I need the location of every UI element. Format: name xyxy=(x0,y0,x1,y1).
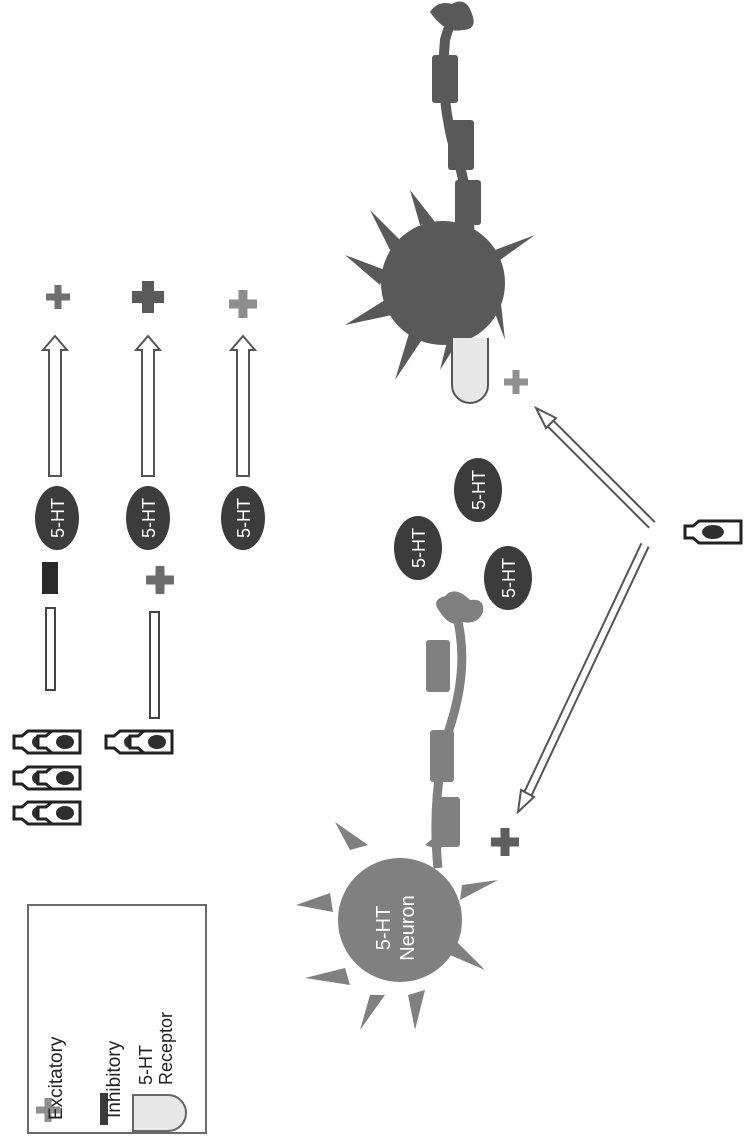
plus-icon xyxy=(491,828,519,856)
row-2: 5-HT xyxy=(106,281,174,753)
arrow-icon xyxy=(43,336,67,476)
serotonin-label: 5-HT xyxy=(409,528,429,568)
arrow-icon xyxy=(231,336,255,476)
arrow-icon xyxy=(536,408,652,525)
bottle-icon xyxy=(685,521,741,543)
plus-icon xyxy=(46,285,70,309)
arrow-icon xyxy=(136,336,160,476)
plus-icon xyxy=(504,370,528,394)
row-1: 5-HT xyxy=(14,285,80,824)
neuron-label-line1: 5-HT xyxy=(373,906,395,950)
serotonin-label: 5-HT xyxy=(499,558,519,598)
arrow-icon xyxy=(518,545,645,812)
serotonin-label: 5-HT xyxy=(234,498,254,538)
plus-icon xyxy=(132,281,164,313)
neuron-body xyxy=(381,221,505,345)
row-3: 5-HT xyxy=(221,290,265,550)
serotonin-label: 5-HT xyxy=(139,498,159,538)
legend: Excitatory Inhibitory 5-HT Receptor xyxy=(28,905,206,1133)
legend-inhibitory-label: Inhibitory xyxy=(104,1040,125,1118)
legend-receptor-line2: Receptor xyxy=(156,1012,176,1085)
neuron-label-line2: Neuron xyxy=(397,895,419,961)
serotonin-label: 5-HT xyxy=(469,470,489,510)
postsynaptic-neuron xyxy=(345,2,535,380)
arrow-icon xyxy=(150,612,159,718)
serotonin-neuron xyxy=(296,591,498,1030)
plus-icon xyxy=(229,290,257,318)
serotonin-label: 5-HT xyxy=(48,498,68,538)
arrow-icon xyxy=(46,608,55,690)
legend-excitatory-label: Excitatory xyxy=(46,1036,67,1120)
minus-icon xyxy=(42,562,58,594)
receptor-icon xyxy=(452,338,488,403)
plus-icon xyxy=(146,566,174,594)
legend-receptor-line1: 5-HT xyxy=(136,1045,156,1085)
legend-receptor-icon xyxy=(133,1095,186,1131)
synaptic-serotonin: 5-HT 5-HT 5-HT xyxy=(394,458,532,610)
